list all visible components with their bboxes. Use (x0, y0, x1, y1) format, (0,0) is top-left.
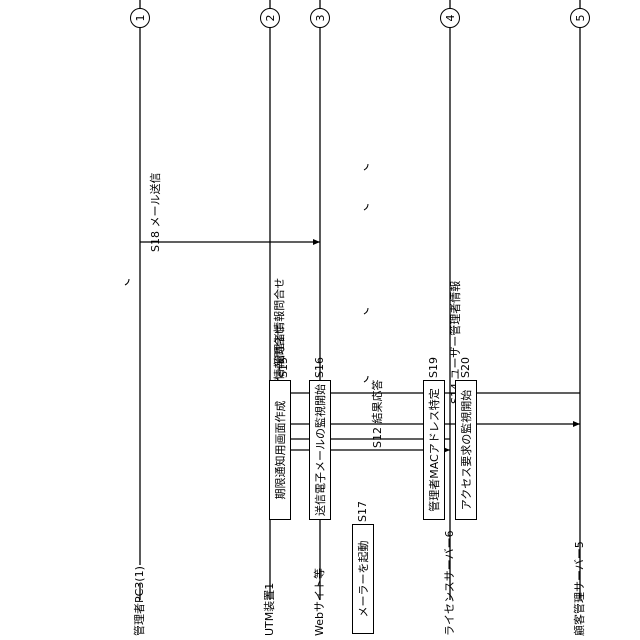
step-text-s15: 期限通知用画面作成 (272, 401, 288, 500)
step-text-s20: アクセス要求の監視開始 (458, 390, 474, 510)
lane-label-customer: 顧客管理サーバー5 (574, 541, 585, 636)
lane-label-license: ライセンスサーバー6 (444, 530, 455, 636)
step-box-s15: 期限通知用画面作成 (269, 380, 291, 520)
lane-label-utm: UTM装置1 (264, 583, 275, 636)
leader-s16 (364, 308, 368, 314)
step-tag-s20: S20 (460, 357, 471, 378)
step-text-s16: 送信電子メールの監視開始 (312, 384, 328, 516)
lane-marker-2: 2 (260, 8, 280, 28)
lane-label-web: Webサイト等 (314, 568, 325, 636)
lane-marker-1: 1 (130, 8, 150, 28)
step-box-s17: メーラーを起動 (352, 524, 374, 634)
step-tag-s16: S16 (314, 357, 325, 378)
step-text-s17: メーラーを起動 (355, 541, 371, 618)
step-tag-s19: S19 (428, 357, 439, 378)
step-tag-s17: S17 (357, 501, 368, 522)
step-box-s19: 管理者MACアドレス特定 (423, 380, 445, 520)
leader-s20 (364, 164, 368, 170)
lane-marker-3: 3 (310, 8, 330, 28)
leader-s17 (125, 279, 129, 285)
step-text-s19: 管理者MACアドレス特定 (426, 388, 442, 512)
lane-marker-4: 4 (440, 8, 460, 28)
message-s12: S12 結果応答 (372, 380, 383, 448)
lane-label-pc: 管理者PC3(1) (134, 566, 145, 636)
step-box-s16: 送信電子メールの監視開始 (309, 380, 331, 520)
leader-s15 (364, 376, 368, 382)
step-tag-s15: S15 (278, 357, 289, 378)
message-s18: S18 メール送信 (150, 173, 161, 252)
lane-marker-5: 5 (570, 8, 590, 28)
leader-s19 (364, 204, 368, 210)
step-box-s20: アクセス要求の監視開始 (455, 380, 477, 520)
